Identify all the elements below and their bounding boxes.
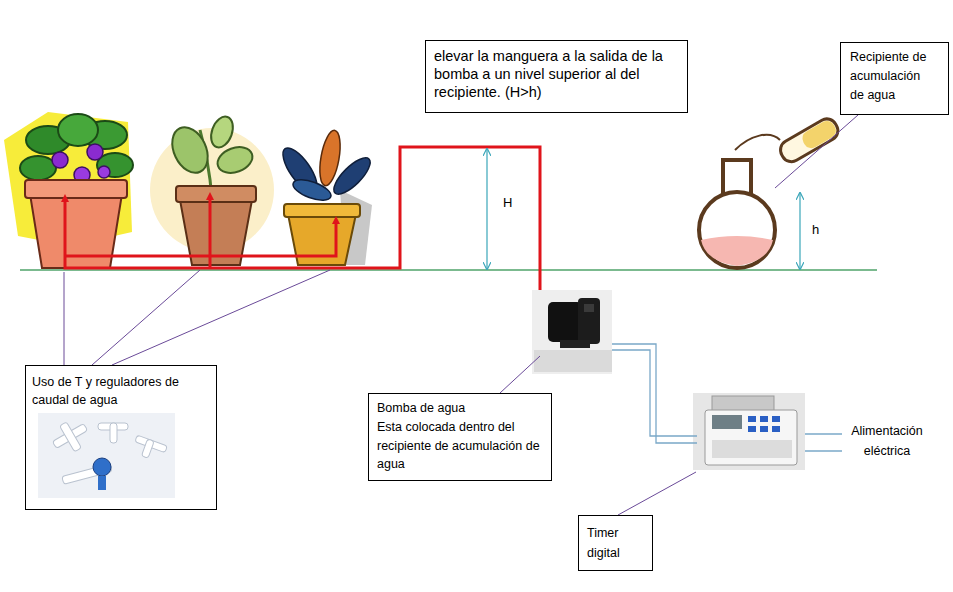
dimension-label: H — [503, 195, 523, 211]
callout-box: elevar la manguera a la salida de la bom… — [425, 40, 688, 113]
croton-plant — [277, 129, 375, 265]
callout-box: Uso de T y reguladores de caudal de agua — [25, 365, 217, 510]
callout-box: Timer digital — [578, 515, 653, 571]
dimension-label: h — [812, 222, 832, 238]
hose — [65, 147, 555, 332]
violet-plant — [4, 112, 133, 268]
callout-text: Timer digital — [587, 523, 637, 563]
callout-box: Recipiente de acumulación de agua — [840, 42, 949, 115]
dimension-line — [486, 149, 487, 269]
callout-text: Uso de T y reguladores de caudal de agua — [32, 373, 202, 409]
callout-box: Bomba de aguaEsta colocada dentro del re… — [368, 393, 552, 481]
flask — [699, 115, 842, 268]
pump: . — [532, 290, 612, 374]
callout-text: Bomba de agua — [377, 399, 537, 418]
callout-body: Esta colocada dentro del recipiente de a… — [377, 418, 542, 474]
timer — [693, 393, 805, 470]
power-label: Alimentación eléctrica — [842, 421, 932, 461]
callout-text: elevar la manguera a la salida de la bom… — [434, 47, 674, 101]
callout-text: Recipiente de acumulación de agua — [850, 48, 930, 104]
dimension-line — [799, 193, 800, 269]
ground-line — [20, 269, 877, 270]
wire — [612, 344, 842, 451]
seedling-plant — [150, 114, 274, 265]
